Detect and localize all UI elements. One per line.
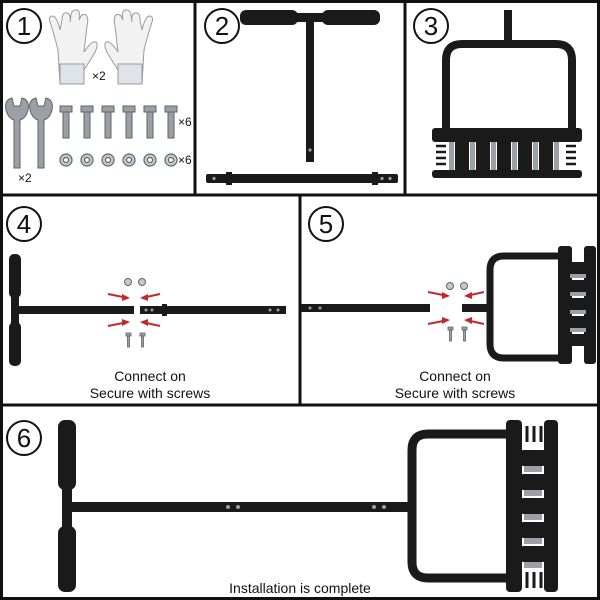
step-2-badge: 2 [204,8,240,44]
top-grip [58,420,76,490]
left-grip [240,10,298,25]
step-4-caption-line1: Connect on [114,368,186,384]
step-3-badge: 3 [413,8,449,44]
bolts-quantity: ×6 [178,115,192,129]
step-4-panel: 4 Connect on Secur [6,206,286,401]
spring-icon [518,426,543,588]
step-3-panel: 3 [413,8,582,178]
bottom-grip [58,526,76,592]
head-socket [504,10,512,44]
bolt-icon [122,105,136,139]
tine-spikes [449,142,559,172]
assembled-aerator [58,420,558,592]
extension-rod-part [140,304,286,316]
nut-icon [122,153,136,167]
arrow-icon [107,293,161,327]
handle-shaft [306,20,314,162]
nut-icon [59,153,73,167]
bolt-icon [164,105,178,139]
extension-rod-part [300,304,430,312]
step-5-panel: 5 [300,206,596,401]
glove-icon [104,9,154,85]
nut-icon [80,153,94,167]
nuts-quantity: ×6 [178,153,192,167]
tine-spikes [524,466,542,568]
head-frame [407,429,516,583]
step-4-badge: 4 [6,206,42,242]
bolt-icon [125,332,146,348]
t-handle-part [240,10,380,162]
step-2-number: 2 [215,11,229,41]
extension-rod-part [206,172,398,185]
nut-icon [124,278,146,286]
spring-icon [436,144,576,166]
head-frame [442,40,576,130]
wrench-quantity: ×2 [18,171,32,185]
tine-wheels [455,136,553,178]
step-5-badge: 5 [308,206,344,242]
step-5-caption-line2: Secure with screws [395,385,516,401]
bolt-icon-row [59,105,178,139]
step-6-number: 6 [17,423,31,453]
bolt-icon [143,105,157,139]
gloves-quantity: ×2 [92,69,106,83]
right-grip [322,10,380,25]
nut-icon [164,153,178,167]
step-6-panel: 6 [6,420,558,596]
tine-wheels [518,450,548,562]
step-5-number: 5 [319,209,333,239]
step-4-number: 4 [17,209,31,239]
step-6-caption: Installation is complete [229,580,371,596]
bolt-icon [447,326,468,342]
aerator-head-part [432,10,582,178]
aerator-head-part [462,246,596,364]
step-1-badge: 1 [6,8,42,44]
wrench-icon [29,97,53,169]
glove-icon [48,9,98,85]
nut-icon-row [59,153,178,167]
step-3-number: 3 [424,11,438,41]
step-1-panel: 1 ×2 ×2 ×6 [5,8,192,185]
bolt-icon [80,105,94,139]
step-1-number: 1 [17,11,31,41]
arrow-icon [427,291,485,325]
nut-icon [143,153,157,167]
handle-crossbar [296,13,324,22]
t-handle-part [9,254,134,366]
step-6-badge: 6 [6,420,42,456]
bolt-icon [59,105,73,139]
step-2-panel: 2 [204,8,398,185]
step-5-caption-line1: Connect on [419,368,491,384]
wrench-icon [5,97,29,169]
tine-axle-bottom [432,170,582,178]
nut-icon [101,153,115,167]
bolt-icon [101,105,115,139]
nut-icon [446,282,468,290]
step-4-caption-line2: Secure with screws [90,385,211,401]
